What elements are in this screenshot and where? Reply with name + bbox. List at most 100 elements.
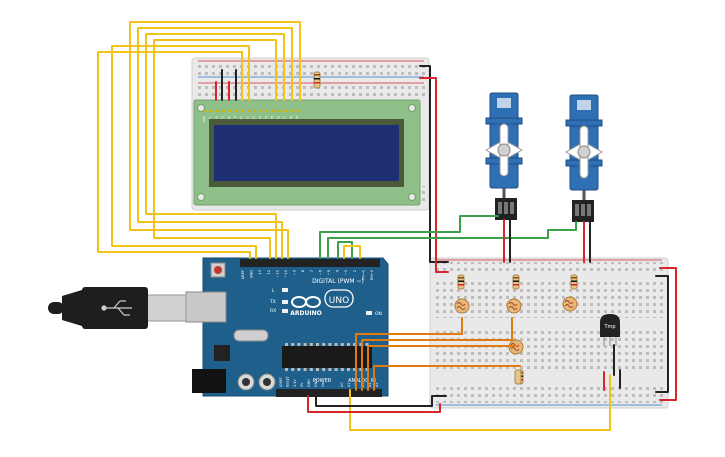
power-label: POWER: [313, 378, 332, 384]
power-pin-label: Vin: [321, 382, 325, 387]
lcd-pin: [259, 109, 263, 113]
digital-pin-label: ~6: [318, 269, 322, 275]
lcd-pin: [253, 109, 256, 113]
digital-pin-label: ~9: [293, 269, 297, 275]
analog-pin-label: A5: [375, 383, 379, 387]
resistor: [570, 274, 578, 290]
lcd-pin-label: GND: [202, 116, 206, 122]
lcd-pin: [284, 109, 287, 113]
digital-pin-label: 13: [258, 270, 262, 275]
power-pin-label: GND: [307, 379, 311, 387]
chip-pin: [359, 368, 363, 371]
digital-pin-label: GND: [250, 270, 254, 278]
chip-pin: [291, 343, 295, 346]
chip-pin: [353, 343, 357, 346]
lcd-pin: [278, 109, 281, 113]
chip-pin: [334, 368, 338, 371]
chip-pin: [316, 343, 319, 346]
lcd-pin: [290, 109, 294, 113]
chip-pin: [365, 343, 369, 346]
usb-plug-icon: [48, 287, 187, 329]
digital-pin-label: ~11: [275, 270, 279, 278]
led-label-l: L: [272, 288, 275, 294]
chip-pin: [285, 368, 288, 371]
chip-pin: [353, 368, 357, 371]
chip-pin: [328, 343, 332, 346]
lcd-pin-label: RW: [227, 116, 231, 121]
lcd-pin-label: E: [233, 116, 237, 118]
led-label-tx: TX: [269, 299, 276, 305]
arduino-model: UNO: [329, 296, 349, 306]
photoresistor: [562, 296, 578, 312]
led-label-on: ON: [375, 311, 382, 317]
lcd-pin-label: DB3: [258, 116, 262, 122]
lcd-pin-label: LED: [289, 116, 293, 121]
lcd-screen: [214, 125, 399, 181]
lcd-pin-label: DB2: [252, 116, 256, 122]
digital-pin-label: 12: [267, 270, 271, 275]
digital-pin-label: ~5: [327, 270, 331, 275]
lcd-pin: [296, 109, 300, 113]
chip-pin: [340, 343, 344, 346]
lcd-pin: [265, 109, 269, 113]
analog-pin-label: A1: [347, 383, 351, 387]
chip-pin: [297, 343, 301, 346]
lcd-pin-label: VCC: [208, 116, 212, 122]
chip-pin: [309, 368, 313, 371]
lcd-pin-label: LED: [295, 116, 299, 121]
digital-pin-label: ~3: [344, 270, 348, 275]
digital-pin-label: 4: [336, 269, 340, 272]
usb-trident-icon: [101, 300, 132, 316]
chip-pin: [285, 343, 288, 346]
temperature-sensor: Tmp: [600, 314, 620, 346]
arduino-brand: ARDUINO: [290, 310, 321, 317]
arduino-infinity-icon: [291, 296, 321, 308]
lcd-pin: [228, 109, 232, 113]
chip-pin: [322, 343, 326, 346]
lcd-pin: [209, 109, 213, 113]
resistor: [514, 369, 522, 385]
lcd-pin: [203, 109, 207, 113]
arduino-uno-board: DIGITAL (PWM ~) UNO ARDUINO L TX RX ON P…: [185, 257, 389, 397]
wires: [97, 21, 677, 431]
power-pin-label: IOREF: [279, 377, 283, 387]
lcd-pin-label: DB6: [276, 116, 280, 122]
power-pin-label: RESET: [286, 375, 290, 387]
chip-pin: [322, 368, 326, 371]
digital-pin-label: RX←0: [370, 269, 374, 280]
digital-pin-label: 7: [310, 270, 314, 272]
power-pin-label: 5V: [300, 382, 304, 387]
lcd-pin-label: RS: [221, 116, 225, 120]
power-pin-label: 3.3V: [293, 379, 297, 387]
chip-pin: [340, 368, 344, 371]
lcd-pin: [222, 109, 226, 113]
chip-pin: [347, 343, 350, 346]
lcd-pin: [240, 109, 244, 113]
chip-pin: [297, 368, 301, 371]
chip-pin: [303, 343, 307, 346]
digital-header-label: DIGITAL (PWM ~): [312, 278, 364, 285]
digital-pin-label: TX→1: [361, 270, 365, 281]
chip-pin: [334, 343, 338, 346]
lcd-pin-label: DB5: [270, 116, 274, 122]
analog-pin-label: A4: [368, 383, 372, 387]
servo-1: [484, 92, 524, 220]
digital-pin-label: ~10: [284, 269, 288, 277]
led-label-rx: RX: [270, 308, 276, 314]
temp-sensor-label: Tmp: [603, 324, 615, 330]
lcd-pin: [216, 109, 219, 113]
lcd-pin-label: V0: [214, 116, 218, 120]
photoresistor: [454, 298, 470, 314]
resistor: [512, 274, 520, 290]
chip-pin: [291, 368, 295, 371]
chip-pin: [303, 368, 307, 371]
chip-pin: [328, 368, 332, 371]
digital-pin-label: 2: [353, 270, 357, 272]
lcd-pin-label: DB4: [264, 116, 268, 122]
chip-pin: [309, 343, 313, 346]
servo-2: [564, 94, 604, 222]
lcd-pin: [271, 109, 275, 113]
